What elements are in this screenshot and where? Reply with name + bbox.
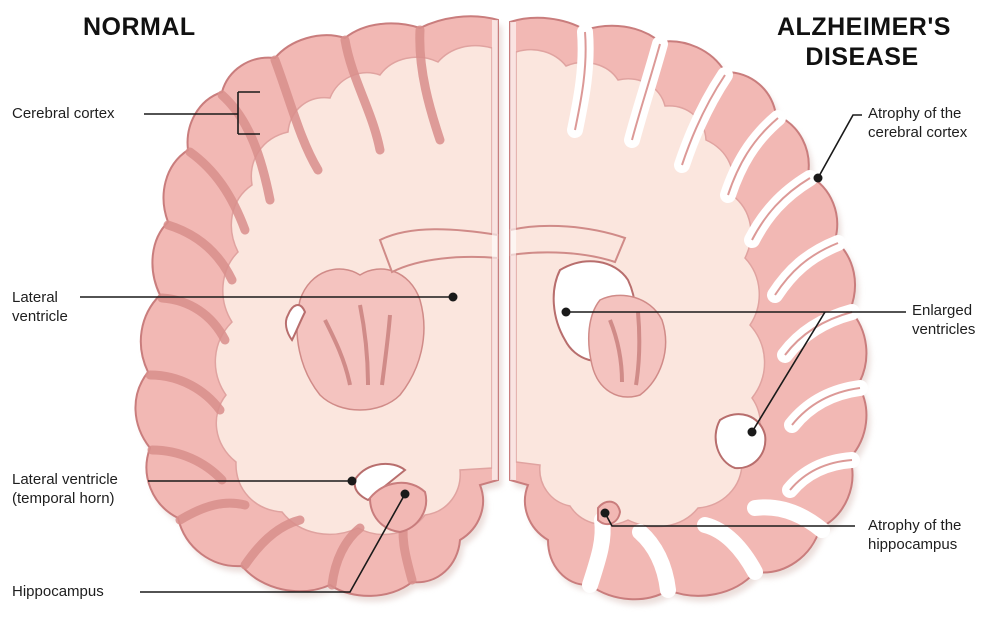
normal-midline: [492, 20, 498, 480]
label-enlarged-ventricles-line2: ventricles: [912, 320, 975, 339]
label-atrophy-cortex-line1: Atrophy of the: [868, 104, 967, 123]
label-atrophy-cortex-line2: cerebral cortex: [868, 123, 967, 142]
label-temporal-horn-line1: Lateral ventricle: [12, 470, 118, 489]
label-temporal-horn-line2: (temporal horn): [12, 489, 118, 508]
label-lateral-ventricle-line1: Lateral: [12, 288, 68, 307]
atrophy-cortex-dot: [814, 174, 823, 183]
label-atrophy-hippocampus-line2: hippocampus: [868, 535, 961, 554]
heading-alzheimers: ALZHEIMER'S DISEASE: [777, 12, 947, 72]
ad-midline: [510, 22, 516, 480]
label-atrophy-cortex: Atrophy of the cerebral cortex: [868, 104, 967, 142]
atrophy-hippocampus-dot: [601, 509, 610, 518]
heading-alzheimers-line2: DISEASE: [777, 42, 947, 72]
temporal-horn-dot: [348, 477, 357, 486]
label-hippocampus: Hippocampus: [12, 582, 104, 601]
heading-normal: NORMAL: [83, 12, 196, 42]
enlarged-ventricles-dot-1: [562, 308, 571, 317]
label-atrophy-hippocampus: Atrophy of the hippocampus: [868, 516, 961, 554]
hippocampus-dot: [401, 490, 410, 499]
label-lateral-ventricle-temporal-horn: Lateral ventricle (temporal horn): [12, 470, 118, 508]
label-enlarged-ventricles: Enlarged ventricles: [912, 301, 975, 339]
normal-hemisphere: [135, 16, 502, 602]
lateral-ventricle-dot: [449, 293, 458, 302]
label-cerebral-cortex: Cerebral cortex: [12, 104, 115, 123]
atrophy-cortex-leader: [818, 115, 862, 178]
enlarged-ventricles-dot-2: [748, 428, 757, 437]
label-lateral-ventricle: Lateral ventricle: [12, 288, 68, 326]
label-lateral-ventricle-line2: ventricle: [12, 307, 68, 326]
heading-alzheimers-line1: ALZHEIMER'S: [777, 12, 947, 42]
label-atrophy-hippocampus-line1: Atrophy of the: [868, 516, 961, 535]
label-enlarged-ventricles-line1: Enlarged: [912, 301, 975, 320]
